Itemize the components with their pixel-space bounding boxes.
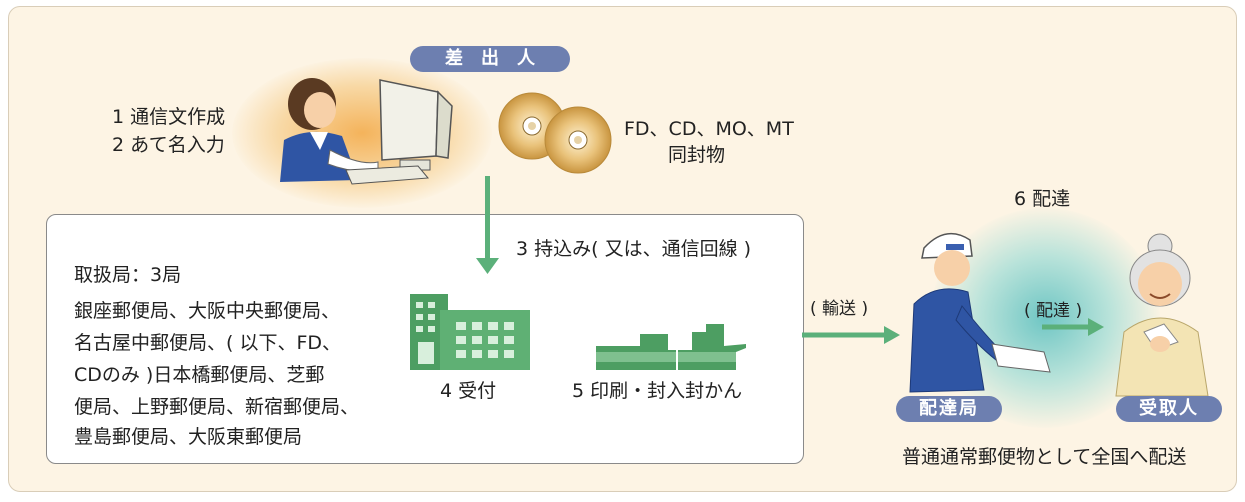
sender-label: 差出人 xyxy=(410,46,570,72)
delivery-label: ( 配達 ) xyxy=(1024,301,1083,321)
arrow-transport xyxy=(802,326,900,344)
arrow-down xyxy=(476,176,499,274)
media-enclosure: 同封物 xyxy=(668,144,726,166)
office-line: 豊島郵便局、大阪東郵便局 xyxy=(74,426,303,448)
delivery-office-label: 配達局 xyxy=(896,396,1002,422)
sender-at-computer-illustration xyxy=(280,78,453,185)
step-6-delivery: 6 配達 xyxy=(1014,188,1071,210)
step-5-print-seal: 5 印刷・封入封かん xyxy=(572,380,743,402)
office-line: 便局、上野郵便局、新宿郵便局、 xyxy=(74,396,360,418)
step-1-compose: 1 通信文作成 xyxy=(112,106,226,128)
postman-illustration xyxy=(909,232,1051,393)
recipient-illustration xyxy=(1115,233,1209,397)
media-types: FD、CD、MO、MT xyxy=(624,118,794,140)
printing-machine-icon xyxy=(596,324,746,370)
office-line: CDのみ )日本橋郵便局、芝郵 xyxy=(74,364,325,386)
footer-note: 普通通常郵便物として全国へ配送 xyxy=(902,446,1187,468)
office-line: 名古屋中郵便局、( 以下、FD、 xyxy=(74,332,342,354)
media-discs-icon xyxy=(498,92,612,174)
step-2-address: 2 あて名入力 xyxy=(112,134,225,156)
arrow-delivery xyxy=(1042,318,1104,336)
step-4-reception: 4 受付 xyxy=(440,380,497,402)
post-office-building-icon xyxy=(410,294,530,370)
office-heading: 取扱局：3局 xyxy=(74,264,182,286)
step-3-bring-in: 3 持込み( 又は、通信回線 ) xyxy=(516,238,752,260)
office-line: 銀座郵便局、大阪中央郵便局、 xyxy=(74,300,341,322)
transport-label: ( 輸送 ) xyxy=(810,299,869,319)
recipient-label: 受取人 xyxy=(1116,396,1222,422)
